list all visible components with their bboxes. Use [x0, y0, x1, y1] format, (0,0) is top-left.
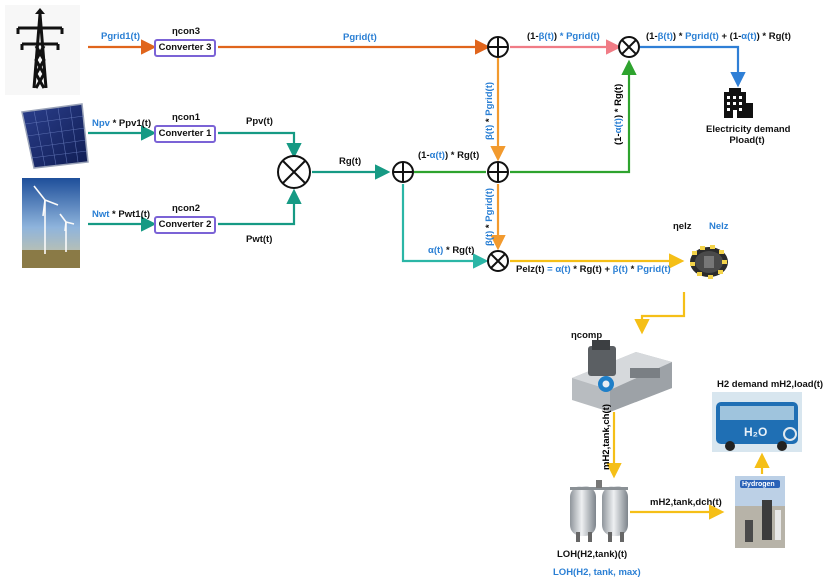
final-electricity-label: (1-β(t)) * Pgrid(t) + (1-α(t)) * Rg(t) [646, 31, 791, 42]
pgrid-label: Pgrid(t) [343, 32, 377, 43]
loh-max-label: LOH(H2, tank, max) [553, 567, 641, 578]
pelz-equation-label: Pelz(t) = α(t) * Rg(t) + β(t) * Pgrid(t) [516, 264, 671, 275]
tank-discharge-label: mH2,tank,dch(t) [650, 497, 722, 508]
beta-pgrid-upper-label: β(t) * Pgrid(t) [484, 81, 495, 140]
one-minus-alpha-rg-label: (1-α(t)) * Rg(t) [418, 150, 480, 161]
tank-charge-label: mH2,tank,ch(t) [601, 404, 612, 470]
bus-h2o-badge: H₂O [744, 425, 768, 439]
sum-node-grid [487, 36, 509, 58]
one-minus-beta-pgrid-label: (1-β(t)) * Pgrid(t) [527, 31, 600, 42]
multiply-node-renewables [277, 155, 311, 189]
ppv1-text: * Ppv1(t) [109, 118, 152, 129]
eta-con1-label: ηcon1 [172, 112, 200, 123]
solar-panel-icon [21, 103, 89, 169]
power-tower-icon [5, 5, 80, 95]
multiply-node-output [618, 36, 640, 58]
one-minus-alpha-vertical-label: (1-α(t)) * Rg(t) [613, 83, 624, 145]
eta-elz-label: ηelz [673, 221, 692, 232]
wind-input-label: Nwt * Pwt1(t) [92, 210, 150, 220]
pwt-line [218, 188, 302, 226]
one-minus-alpha-up-line [510, 59, 637, 174]
converter-3-box: Converter 3 [154, 39, 216, 57]
pwt1-text: * Pwt1(t) [109, 209, 151, 220]
hydrogen-sign-label: Hydrogen [742, 481, 775, 488]
alpha-rg-label: α(t) * Rg(t) [428, 245, 475, 256]
converter-2-box: Converter 2 [154, 216, 216, 234]
ppv-line [218, 131, 302, 159]
to-demand-line [640, 45, 746, 88]
elz-to-compressor-line [634, 292, 686, 335]
hydrogen-tank-icon [570, 480, 628, 542]
electrolyzer-icon [690, 245, 728, 279]
multiply-node-elz [487, 250, 509, 272]
loh-label: LOH(H2,tank)(t) [557, 549, 628, 560]
converter-1-box: Converter 1 [154, 125, 216, 143]
pwt-label: Pwt(t) [246, 234, 273, 245]
alpha-rg-line [401, 184, 489, 269]
building-icon [724, 88, 753, 118]
wind-turbine-icon [22, 178, 80, 268]
pgrid1-label: Pgrid1(t) [101, 31, 141, 42]
nwt-coef: Nwt [92, 209, 110, 220]
nelz-label: Nelz [709, 221, 729, 232]
h2-demand-label: H2 demand mH2,load(t) [717, 379, 823, 390]
rg-label: Rg(t) [339, 156, 362, 167]
compressor-icon [572, 340, 672, 412]
npv-coef: Npv [92, 118, 110, 129]
hydrogen-station-icon [735, 476, 785, 548]
eta-con2-label: ηcon2 [172, 203, 200, 214]
sum-node-rg [392, 161, 414, 183]
eta-comp-label: ηcomp [571, 330, 603, 341]
hydrogen-bus-icon [712, 392, 802, 452]
eta-con3-label: ηcon3 [172, 26, 200, 37]
ppv-label: Ppv(t) [246, 116, 273, 127]
sum-node-middle [487, 161, 509, 183]
pv-input-label: Npv * Ppv1(t) [92, 119, 151, 129]
beta-pgrid-lower-label: β(t) * Pgrid(t) [484, 187, 495, 246]
